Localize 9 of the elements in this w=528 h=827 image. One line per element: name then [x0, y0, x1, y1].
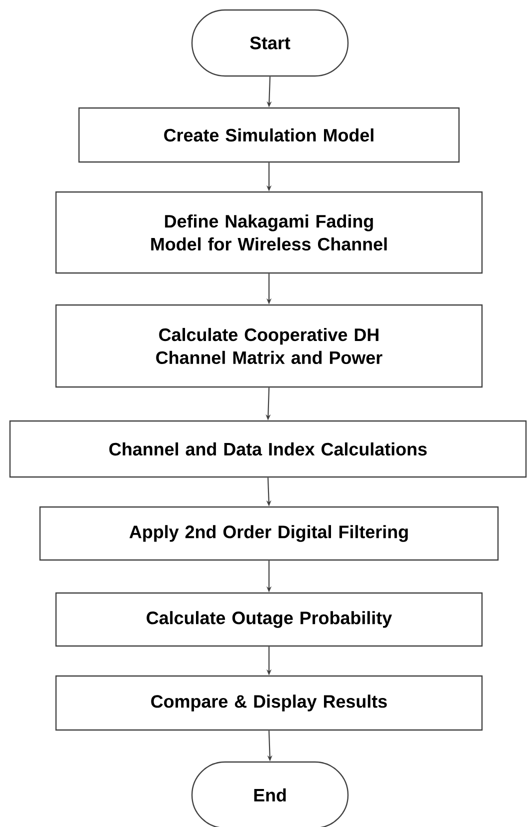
terminator: Start [191, 9, 349, 77]
process-box: Calculate Cooperative DH Channel Matrix and Power [55, 304, 483, 388]
process-box: Compare & Display Results [55, 675, 483, 731]
process-box: Create Simulation Model [78, 107, 460, 163]
terminator: End [191, 761, 349, 827]
process-box: Define Nakagami Fading Model for Wireless Channel [55, 191, 483, 274]
process-box: Calculate Outage Probability [55, 592, 483, 647]
process-box: Apply 2nd Order Digital Filtering [39, 506, 499, 561]
process-box: Channel and Data Index Calculations [9, 420, 527, 478]
